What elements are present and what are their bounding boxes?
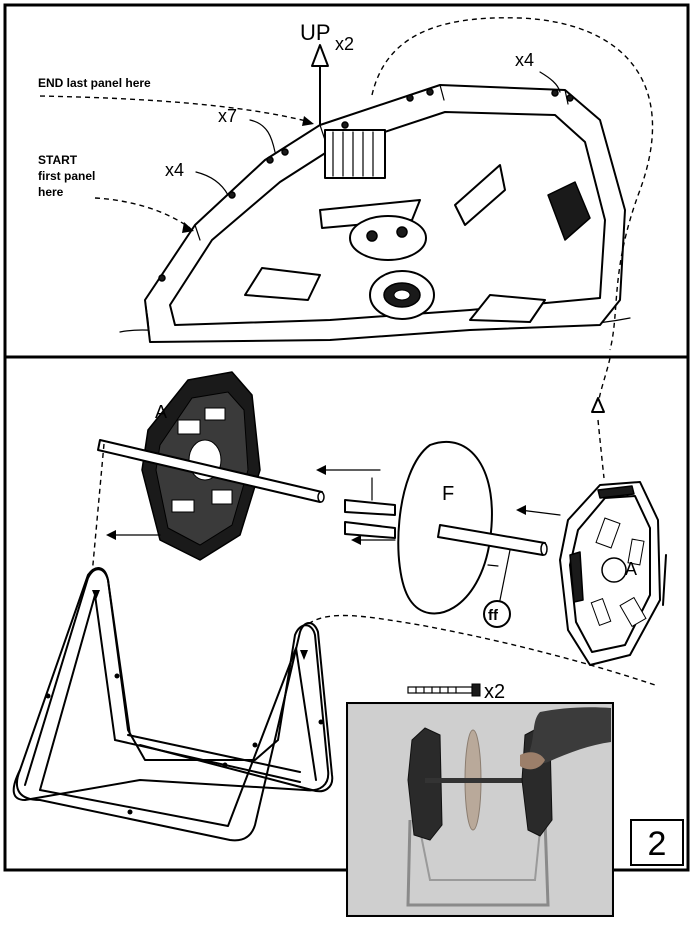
step-number-box: 2 [630, 819, 684, 866]
assembly-photo [346, 702, 614, 917]
count-top-right: x4 [515, 50, 534, 70]
composter-end-panel-top-view [144, 84, 626, 343]
top-panel: UP x2 x4 x7 x4 END last panel here START… [3, 3, 690, 359]
end-panel-a-right [559, 481, 661, 666]
axle-rod [97, 439, 325, 503]
up-label: UP [300, 20, 331, 45]
end-note: END last panel here [38, 76, 151, 90]
bolt-count: x2 [484, 681, 505, 703]
start-note-line2: first panel [38, 169, 95, 183]
label-right-panel: A [625, 559, 637, 579]
up-arrow [311, 44, 329, 126]
label-left-panel: A [155, 402, 167, 422]
step-number: 2 [648, 825, 667, 863]
label-axle-part: ff [488, 607, 499, 624]
stand-frame [12, 567, 334, 842]
label-disc: F [442, 483, 454, 505]
up-count: x2 [335, 34, 354, 54]
vent-grille [324, 129, 386, 179]
bolt-icon [407, 683, 481, 697]
bottom-panel: A F ff [3, 355, 690, 917]
start-note-line3: here [38, 185, 64, 199]
short-axle-ff [437, 524, 548, 556]
start-note-line1: START [38, 153, 78, 167]
count-middle: x7 [218, 106, 237, 126]
count-left: x4 [165, 160, 184, 180]
